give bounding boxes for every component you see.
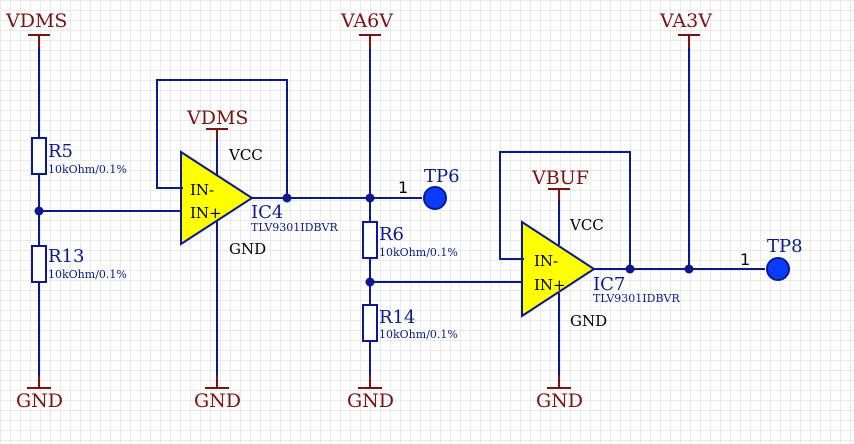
tp6-ref: TP6 [424, 166, 460, 187]
power-label-vdms-left: VDMS [5, 10, 67, 32]
ic7-gnd-label: GND [570, 312, 607, 330]
r14-value: 10kOhm/0.1% [379, 328, 458, 341]
power-port-vbuf: VBUF [531, 167, 589, 200]
wire-ic7-feedback [499, 151, 631, 269]
r6-ref: R6 [379, 224, 404, 245]
ic7-in-plus-label: IN+ [534, 276, 566, 294]
r6-value: 10kOhm/0.1% [379, 246, 458, 259]
r5-ref: R5 [48, 141, 73, 162]
ic7-part: TLV9301IDBVR [593, 292, 680, 305]
ic4-vcc-label: VCC [228, 146, 263, 164]
resistor-r6[interactable]: R6 10kOhm/0.1% [362, 221, 458, 259]
ic7-in-minus-label: IN- [534, 252, 558, 270]
power-port-vdms-ic4: VDMS [186, 107, 248, 140]
resistor-r13[interactable]: R13 10kOhm/0.1% [31, 245, 127, 283]
power-label-vbuf: VBUF [531, 167, 589, 189]
ic4-in-plus-label: IN+ [190, 204, 222, 222]
tp8-pin: 1 [740, 250, 750, 269]
wire-ic4-feedback [156, 79, 288, 198]
r13-value: 10kOhm/0.1% [48, 268, 127, 281]
gnd-label-ic4: GND [194, 390, 241, 412]
gnd-label-left: GND [16, 390, 63, 412]
resistor-r5[interactable]: R5 10kOhm/0.1% [31, 137, 127, 176]
tp6-pin: 1 [398, 178, 408, 197]
power-label-va6v: VA6V [340, 10, 393, 32]
gnd-label-mid: GND [347, 390, 394, 412]
tp8-ref: TP8 [767, 236, 803, 257]
ic7-ref: IC7 [593, 274, 625, 295]
resistor-r14[interactable]: R14 10kOhm/0.1% [362, 304, 458, 342]
power-label-vdms-ic4: VDMS [186, 107, 248, 129]
junction-ic4-out [282, 193, 292, 203]
r14-ref: R14 [379, 307, 415, 328]
ic4-part: TLV9301IDBVR [251, 221, 338, 234]
junction-ic7-out [625, 264, 635, 274]
ic4-ref: IC4 [251, 202, 283, 223]
testpoint-tp6[interactable]: 1 TP6 [398, 166, 460, 210]
power-port-vdms-left: VDMS [5, 10, 67, 48]
power-port-va6v: VA6V [340, 10, 393, 48]
gnd-port-ic4: GND [194, 376, 241, 412]
ic4-opamp[interactable]: IN- IN+ VCC GND IC4 TLV9301IDBVR [180, 146, 338, 258]
ic4-in-minus-label: IN- [190, 181, 214, 199]
r5-value: 10kOhm/0.1% [48, 163, 127, 176]
r13-ref: R13 [48, 246, 84, 267]
gnd-port-ic7: GND [536, 376, 583, 412]
gnd-port-left: GND [16, 376, 63, 412]
ic7-vcc-label: VCC [569, 216, 604, 234]
gnd-port-mid: GND [347, 376, 394, 412]
testpoint-tp8[interactable]: 1 TP8 [740, 236, 803, 281]
power-label-va3v: VA3V [659, 10, 712, 32]
gnd-label-ic7: GND [536, 390, 583, 412]
ic7-opamp[interactable]: IN- IN+ VCC GND IC7 TLV9301IDBVR [521, 216, 680, 330]
ic4-gnd-label: GND [229, 240, 266, 258]
power-port-va3v: VA3V [659, 10, 712, 48]
